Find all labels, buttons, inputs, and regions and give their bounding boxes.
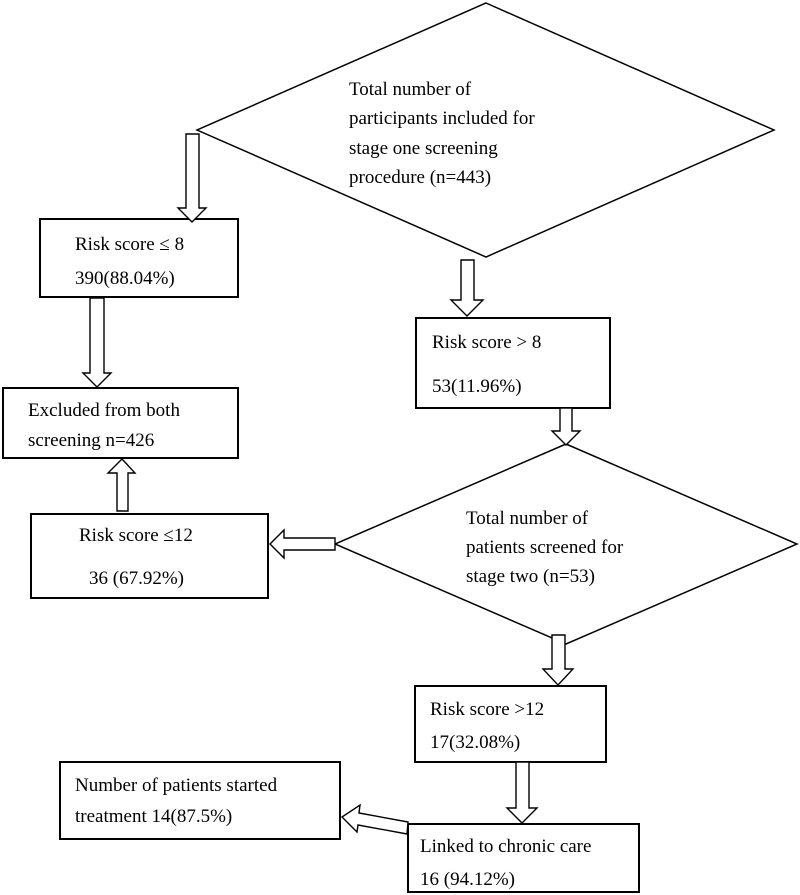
stage-one-line-4: procedure (n=443) bbox=[349, 167, 491, 188]
high-risk-stage-one-box bbox=[415, 317, 611, 409]
high-risk-stage-one-label: Risk score > 8 bbox=[432, 332, 541, 353]
arrow-to-excluded-from-stage-two bbox=[106, 457, 137, 512]
high-risk-stage-one: Risk score > 8 53(11.96%) bbox=[415, 317, 611, 409]
stage-two-line-2: patients screened for bbox=[466, 537, 624, 558]
stage-one-diamond bbox=[195, 2, 776, 258]
low-risk-stage-two: Risk score ≤12 36 (67.92%) bbox=[30, 513, 269, 599]
excluded-line-1: Excluded from both bbox=[28, 400, 180, 421]
treatment-group: Number of patients started treatment 14(… bbox=[59, 761, 341, 840]
treatment-box bbox=[59, 761, 341, 840]
low-risk-stage-two-value: 36 (67.92%) bbox=[89, 568, 184, 589]
chronic-care-box bbox=[407, 823, 640, 893]
stage-two-line-3: stage two (n=53) bbox=[466, 566, 595, 587]
low-risk-stage-one-value: 390(88.04%) bbox=[75, 268, 175, 289]
stage-one-line-2: participants included for bbox=[349, 108, 535, 129]
excluded-line-2: screening n=426 bbox=[28, 430, 154, 451]
low-risk-stage-one: Risk score ≤ 8 390(88.04%) bbox=[39, 218, 239, 298]
treatment-line-2: treatment 14(87.5%) bbox=[75, 806, 232, 827]
high-risk-stage-one-value: 53(11.96%) bbox=[432, 376, 522, 397]
high-risk-stage-two-label: Risk score >12 bbox=[430, 699, 544, 720]
arrow-to-treatment bbox=[340, 803, 409, 835]
high-risk-stage-two-box bbox=[414, 685, 607, 763]
arrow-to-high-risk-stage-two bbox=[541, 634, 575, 687]
stage-two-line-1: Total number of bbox=[466, 508, 589, 529]
treatment-line-1: Number of patients started bbox=[75, 775, 278, 796]
arrow-to-high-risk-stage-one bbox=[449, 259, 485, 317]
low-risk-stage-one-box bbox=[39, 218, 239, 298]
chronic-care-value: 16 (94.12%) bbox=[420, 869, 515, 890]
chronic-care-label: Linked to chronic care bbox=[420, 836, 591, 857]
low-risk-stage-one-label: Risk score ≤ 8 bbox=[75, 234, 184, 255]
arrow-to-excluded-from-low-risk bbox=[81, 297, 113, 388]
stage-two-diamond bbox=[333, 443, 799, 645]
high-risk-stage-two: Risk score >12 17(32.08%) bbox=[414, 685, 607, 763]
stage-one-line-3: stage one screening bbox=[349, 138, 498, 159]
stage-two-decision: Total number of patients screened for st… bbox=[333, 443, 799, 645]
high-risk-stage-two-value: 17(32.08%) bbox=[430, 732, 520, 753]
stage-one-line-1: Total number of bbox=[349, 79, 472, 100]
low-risk-stage-two-label: Risk score ≤12 bbox=[79, 525, 193, 546]
excluded-box bbox=[2, 387, 239, 459]
chronic-care-group: Linked to chronic care 16 (94.12%) bbox=[407, 823, 640, 893]
arrow-to-chronic-care bbox=[505, 761, 539, 824]
excluded-group: Excluded from both screening n=426 bbox=[2, 387, 239, 459]
arrow-to-stage-two bbox=[550, 407, 582, 446]
arrow-to-low-risk-stage-two bbox=[269, 528, 336, 560]
stage-one-decision: Total number of participants included fo… bbox=[195, 2, 776, 258]
low-risk-stage-two-box bbox=[30, 513, 269, 599]
arrow-to-low-risk-stage-one bbox=[176, 133, 208, 223]
